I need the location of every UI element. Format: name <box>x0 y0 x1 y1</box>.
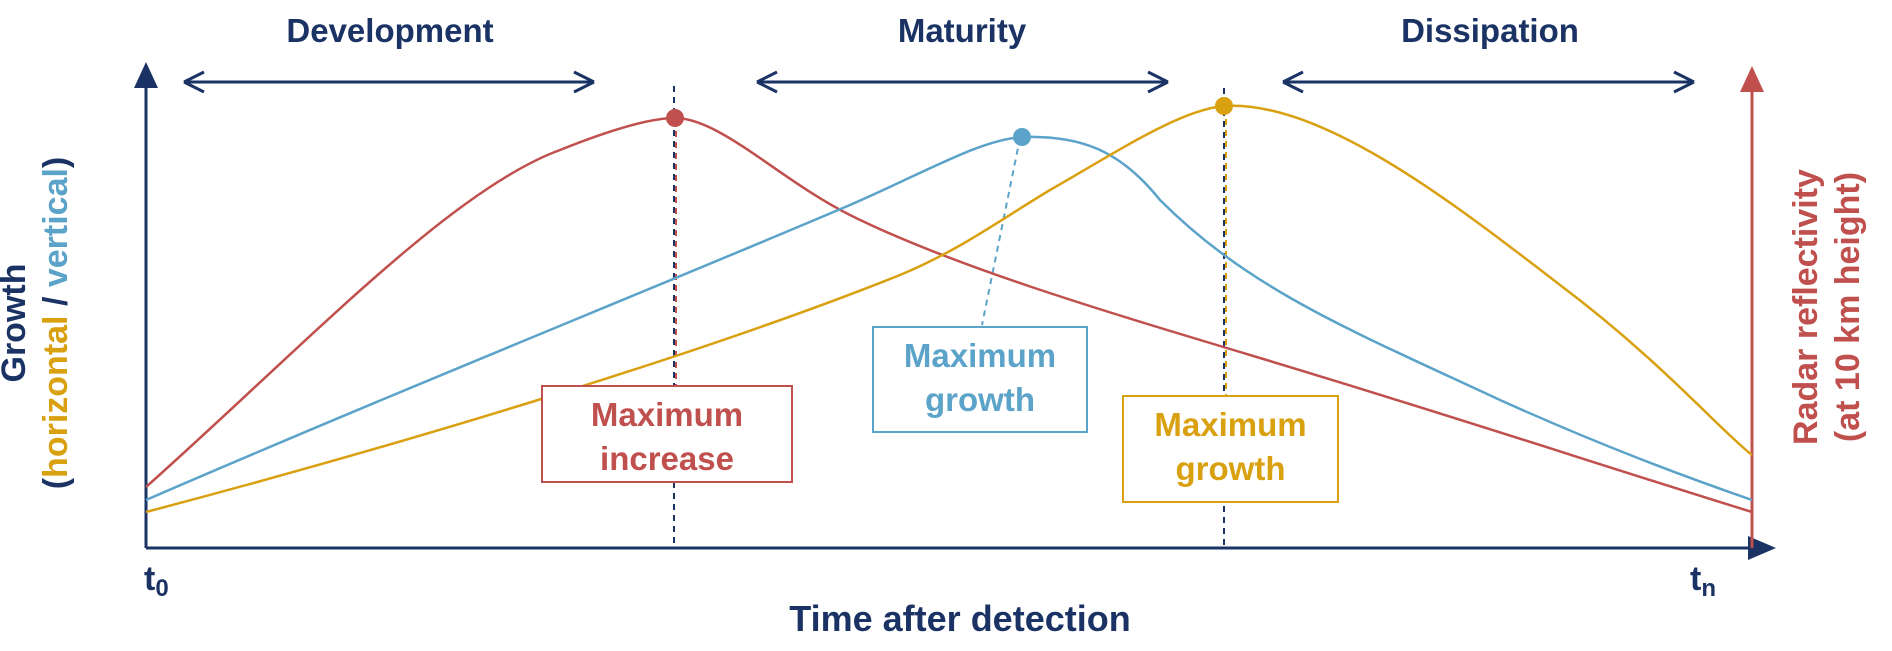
horizontal-growth-curve <box>145 104 1753 514</box>
x-axis-label: Time after detection <box>789 598 1131 639</box>
phase-arrow-dissipation <box>1282 70 1695 94</box>
x-start-label: t0 <box>144 560 169 602</box>
callout-maximum-vertical-growth: Maximum growth <box>872 326 1088 433</box>
vertical-growth-curve <box>145 135 1753 502</box>
left-y-axis <box>134 62 158 548</box>
phase-arrow-development <box>183 70 595 94</box>
phase-label-development: Development <box>286 12 494 49</box>
right-axis-label: Radar reflectivity (at 10 km height) <box>1785 7 1875 607</box>
x-axis <box>146 536 1776 560</box>
left-axis-label: Growth (horizontal / vertical) <box>0 23 83 623</box>
callout-maximum-increase: Maximum increase <box>541 385 793 483</box>
right-axis-label-line1: Radar reflectivity <box>1787 169 1825 445</box>
left-axis-label-horizontal: horizontal <box>37 315 75 478</box>
left-axis-label-main: Growth <box>0 263 33 383</box>
left-axis-label-vertical: vertical <box>37 168 75 288</box>
right-y-axis <box>1740 66 1764 548</box>
left-axis-label-sub: (horizontal / vertical) <box>37 156 75 490</box>
right-axis-label-line2: (at 10 km height) <box>1829 171 1867 443</box>
orange-peak-marker <box>1215 97 1233 115</box>
radar-reflectivity-curve <box>145 116 1753 514</box>
phase-label-dissipation: Dissipation <box>1401 12 1579 49</box>
phase-label-maturity: Maturity <box>897 12 1027 49</box>
red-peak-marker <box>666 109 684 127</box>
blue-callout-leader <box>981 137 1021 326</box>
phase-arrow-maturity <box>756 70 1169 94</box>
callout-maximum-horizontal-growth: Maximum growth <box>1122 395 1339 503</box>
blue-peak-marker <box>1013 128 1031 146</box>
x-end-label: tn <box>1690 560 1716 602</box>
